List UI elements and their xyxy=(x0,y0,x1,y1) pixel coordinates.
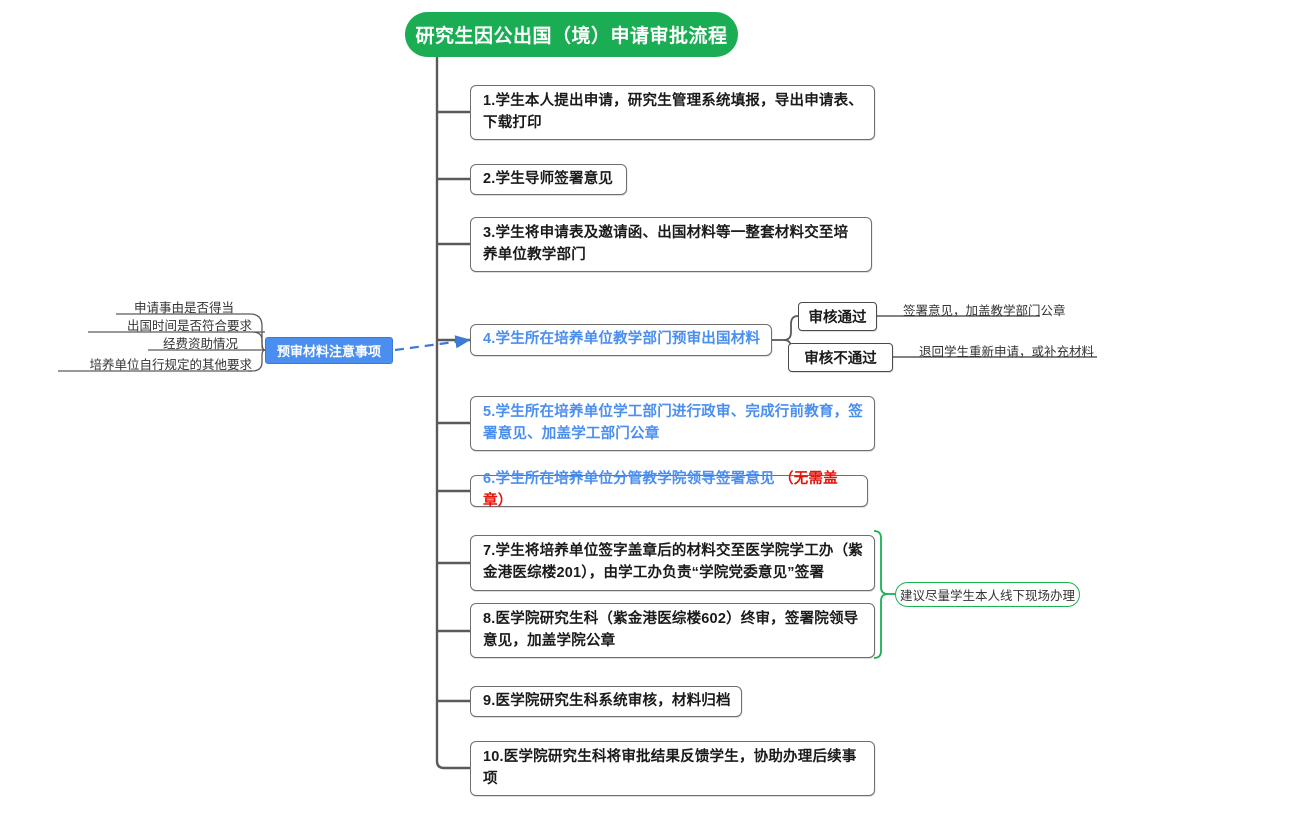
review-outcome-fail-text: 退回学生重新申请，或补充材料 xyxy=(919,345,1095,359)
step-label-2: 2.学生导师签署意见 xyxy=(483,170,614,187)
step-label-5: 5.学生所在培养单位学工部门进行政审、完成行前教育，签署意见、加盖学工部门公章 xyxy=(483,403,863,442)
review-branch-pass[interactable]: 审核通过 xyxy=(798,302,877,331)
review-outcome-pass-text: 签署意见，加盖教学部门公章 xyxy=(903,304,1066,318)
offline-bracket xyxy=(873,530,889,659)
review-branch-fail-label: 审核不通过 xyxy=(804,351,877,367)
subitem-wire-2 xyxy=(251,331,266,351)
prereview-item-4: 培养单位自行规定的其他要求 xyxy=(89,358,252,372)
step-node-9[interactable]: 9.医学院研究生科系统审核，材料归档 xyxy=(470,686,742,717)
step-label-6-suffix: （无需盖章） xyxy=(483,471,838,509)
step-label-3: 3.学生将申请表及邀请函、出国材料等一整套材料交至培养单位教学部门 xyxy=(483,224,849,263)
prereview-item-3: 经费资助情况 xyxy=(162,337,238,351)
prereview-dashed-arrow xyxy=(394,335,471,352)
review-branch-pass-label: 审核通过 xyxy=(808,310,867,326)
step-node-1[interactable]: 1.学生本人提出申请，研究生管理系统填报，导出申请表、下载打印 xyxy=(470,85,875,140)
step-label-10: 10.医学院研究生科将审批结果反馈学生，协助办理后续事项 xyxy=(483,748,857,787)
prereview-item-1: 申请事由是否得当 xyxy=(133,301,234,315)
review-branch-fail[interactable]: 审核不通过 xyxy=(788,343,893,372)
step-node-8[interactable]: 8.医学院研究生科（紫金港医综楼602）终审，签署院领导意见，加盖学院公章 xyxy=(470,603,875,658)
offline-note[interactable]: 建议尽量学生本人线下现场办理 xyxy=(895,582,1080,607)
step-label-6: 6.学生所在培养单位分管教学院领导签署意见 xyxy=(483,471,780,488)
page-title: 研究生因公出国（境）申请审批流程 xyxy=(415,26,728,47)
step-node-10[interactable]: 10.医学院研究生科将审批结果反馈学生，协助办理后续事项 xyxy=(470,741,875,796)
step-node-4[interactable]: 4.学生所在培养单位教学部门预审出国材料 xyxy=(470,324,772,356)
step-node-3[interactable]: 3.学生将申请表及邀请函、出国材料等一整套材料交至培养单位教学部门 xyxy=(470,217,872,272)
step-node-6[interactable]: 6.学生所在培养单位分管教学院领导签署意见 （无需盖章） xyxy=(470,471,868,509)
step-node-2[interactable]: 2.学生导师签署意见 xyxy=(470,164,627,195)
trunk-line xyxy=(435,57,470,770)
step-label-1: 1.学生本人提出申请，研究生管理系统填报，导出申请表、下载打印 xyxy=(483,92,863,131)
step-label-4: 4.学生所在培养单位教学部门预审出国材料 xyxy=(483,331,761,348)
prereview-note-label: 预审材料注意事项 xyxy=(276,344,381,359)
step-node-7[interactable]: 7.学生将培养单位签字盖章后的材料交至医学院学工办（紫金港医综楼201），由学工… xyxy=(470,535,875,591)
step-node-5[interactable]: 5.学生所在培养单位学工部门进行政审、完成行前教育，签署意见、加盖学工部门公章 xyxy=(470,396,875,451)
step-label-8: 8.医学院研究生科（紫金港医综楼602）终审，签署院领导意见，加盖学院公章 xyxy=(483,610,859,649)
step-label-7: 7.学生将培养单位签字盖章后的材料交至医学院学工办（紫金港医综楼201），由学工… xyxy=(483,543,863,581)
prereview-item-2: 出国时间是否符合要求 xyxy=(126,319,252,333)
prereview-note[interactable]: 预审材料注意事项 xyxy=(265,337,393,364)
step-label-9: 9.医学院研究生科系统审核，材料归档 xyxy=(483,692,731,709)
review-fork-up xyxy=(783,315,799,341)
offline-note-label: 建议尽量学生本人线下现场办理 xyxy=(899,589,1075,603)
root-title-node[interactable]: 研究生因公出国（境）申请审批流程 xyxy=(405,12,738,57)
